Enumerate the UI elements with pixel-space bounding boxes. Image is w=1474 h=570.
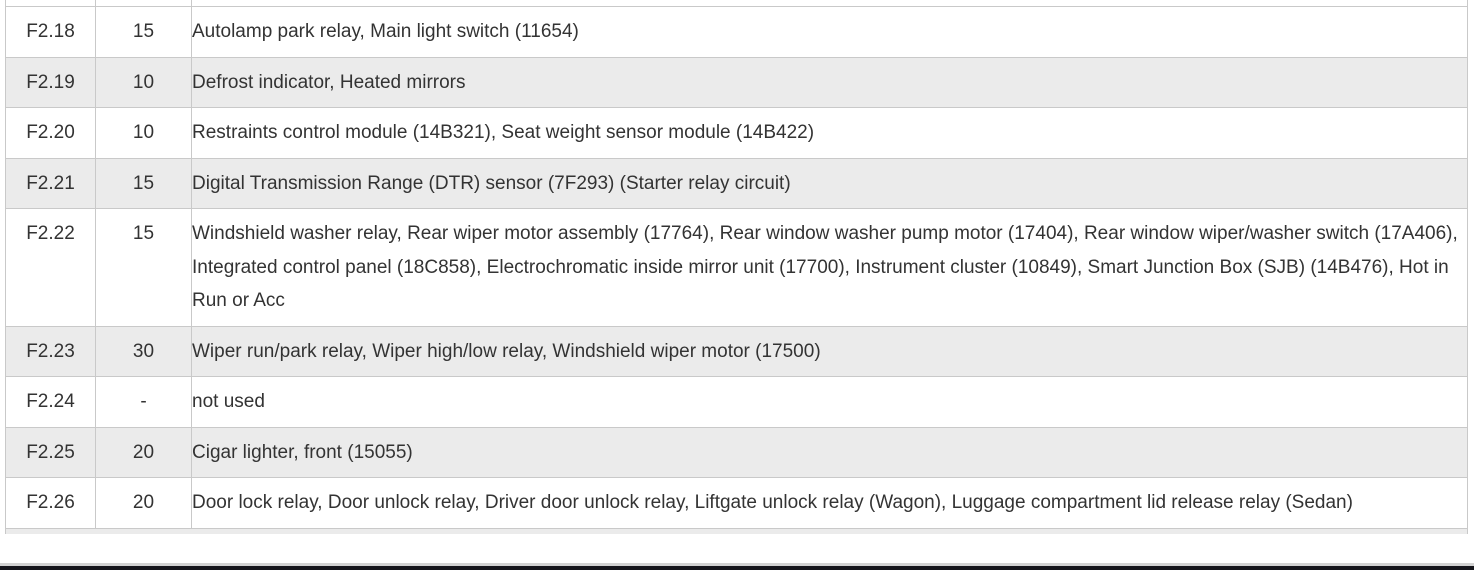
amperage-cell: 20 (95, 477, 192, 529)
fuse-id-cell: F2.21 (5, 158, 96, 209)
fuse-id-cell: F2.26 (5, 477, 96, 529)
table-row: F2.26 20 Door lock relay, Door unlock re… (5, 477, 1468, 529)
bottom-gray-band (0, 563, 1474, 566)
description-cell: Digital Transmission Range (DTR) sensor … (191, 158, 1468, 209)
fuse-id-cell: F2.22 (5, 208, 96, 327)
fuse-id-cell: F2.24 (5, 376, 96, 428)
table-row: F2.21 15 Digital Transmission Range (DTR… (5, 158, 1468, 209)
description-cell: not used (191, 376, 1468, 428)
table-top-partial-row (5, 0, 1468, 6)
description-cell: Cigar lighter, front (15055) (191, 427, 1468, 478)
amperage-cell: 15 (95, 208, 192, 327)
partial-fuse-cell (6, 0, 96, 6)
table-row: F2.24 - not used (5, 376, 1468, 428)
table-row: F2.25 20 Cigar lighter, front (15055) (5, 427, 1468, 478)
description-cell: Autolamp park relay, Main light switch (… (191, 6, 1468, 58)
amperage-cell: 10 (95, 107, 192, 159)
fuse-id-cell: F2.19 (5, 57, 96, 108)
bottom-dark-bar (0, 566, 1474, 570)
description-cell: Windshield washer relay, Rear wiper moto… (191, 208, 1468, 327)
amperage-cell: 30 (95, 326, 192, 377)
fuse-id-cell: F2.25 (5, 427, 96, 478)
partial-amp-cell (96, 0, 192, 6)
amperage-cell: 10 (95, 57, 192, 108)
description-cell: Wiper run/park relay, Wiper high/low rel… (191, 326, 1468, 377)
table-row: F2.23 30 Wiper run/park relay, Wiper hig… (5, 326, 1468, 377)
fuse-id-cell: F2.18 (5, 6, 96, 58)
fuse-id-cell: F2.20 (5, 107, 96, 159)
amperage-cell: 15 (95, 6, 192, 58)
amperage-cell: 15 (95, 158, 192, 209)
amperage-cell: - (95, 376, 192, 428)
table-bottom-partial-row (5, 528, 1468, 534)
description-cell: Restraints control module (14B321), Seat… (191, 107, 1468, 159)
description-cell: Door lock relay, Door unlock relay, Driv… (191, 477, 1468, 529)
table-row: F2.19 10 Defrost indicator, Heated mirro… (5, 57, 1468, 108)
fuse-table: F2.18 15 Autolamp park relay, Main light… (5, 6, 1468, 529)
table-row: F2.22 15 Windshield washer relay, Rear w… (5, 208, 1468, 327)
amperage-cell: 20 (95, 427, 192, 478)
partial-desc-cell (192, 0, 1467, 6)
description-cell: Defrost indicator, Heated mirrors (191, 57, 1468, 108)
table-row: F2.20 10 Restraints control module (14B3… (5, 107, 1468, 159)
table-row: F2.18 15 Autolamp park relay, Main light… (5, 6, 1468, 58)
fuse-id-cell: F2.23 (5, 326, 96, 377)
fuse-table-container: F2.18 15 Autolamp park relay, Main light… (5, 0, 1468, 534)
